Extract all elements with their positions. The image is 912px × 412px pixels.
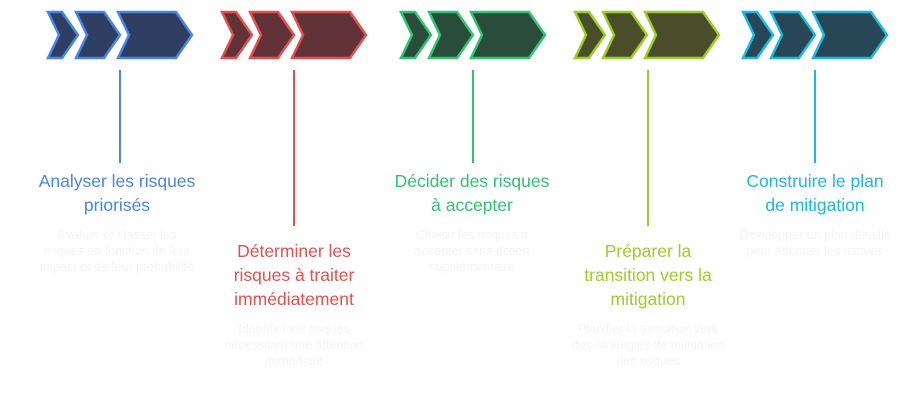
chevron-arrow-large: [290, 10, 368, 60]
chevron-arrow-small: [741, 10, 775, 60]
chevron-arrow-small: [220, 10, 254, 60]
step-determiner: Déterminer les risques à traiter immédia…: [213, 239, 375, 369]
step-description: Planifier la transition vers des stratég…: [571, 322, 725, 368]
chevron-arrow-medium: [74, 10, 122, 60]
step-description: Identifier les risques nécessitant une a…: [224, 322, 364, 368]
chevron-arrow-medium: [248, 10, 296, 60]
step-description: Choisir les risques à accepter sans acti…: [414, 228, 530, 274]
chevron-arrow-large: [469, 10, 547, 60]
step-analyser: Analyser les risques priorisés Évaluer e…: [37, 169, 197, 275]
chevron-arrow-small: [573, 10, 607, 60]
chevron-arrow-large: [116, 10, 194, 60]
step-construire: Construire le plan de mitigation Dévelop…: [735, 169, 895, 259]
step-title: Préparer la transition vers la mitigatio…: [584, 241, 712, 309]
step-title: Déterminer les risques à traiter immédia…: [233, 241, 355, 309]
chevron-arrow-large: [643, 10, 721, 60]
step-title: Décider des risques à accepter: [394, 171, 550, 215]
chevron-arrow-medium: [601, 10, 649, 60]
step-title: Analyser les risques priorisés: [38, 171, 196, 215]
step-decider: Décider des risques à accepter Choisir l…: [392, 169, 552, 275]
chevron-arrow-small: [399, 10, 433, 60]
chevron-arrow-small: [46, 10, 80, 60]
step-description: Développer un plan détaillé pour atténue…: [739, 228, 891, 258]
step-preparer: Préparer la transition vers la mitigatio…: [568, 239, 728, 369]
step-description: Évaluer et classer les risques en foncti…: [40, 228, 194, 274]
chevron-arrow-medium: [769, 10, 817, 60]
chevron-arrow-medium: [427, 10, 475, 60]
chevron-arrow-large: [811, 10, 889, 60]
step-title: Construire le plan de mitigation: [746, 171, 884, 215]
